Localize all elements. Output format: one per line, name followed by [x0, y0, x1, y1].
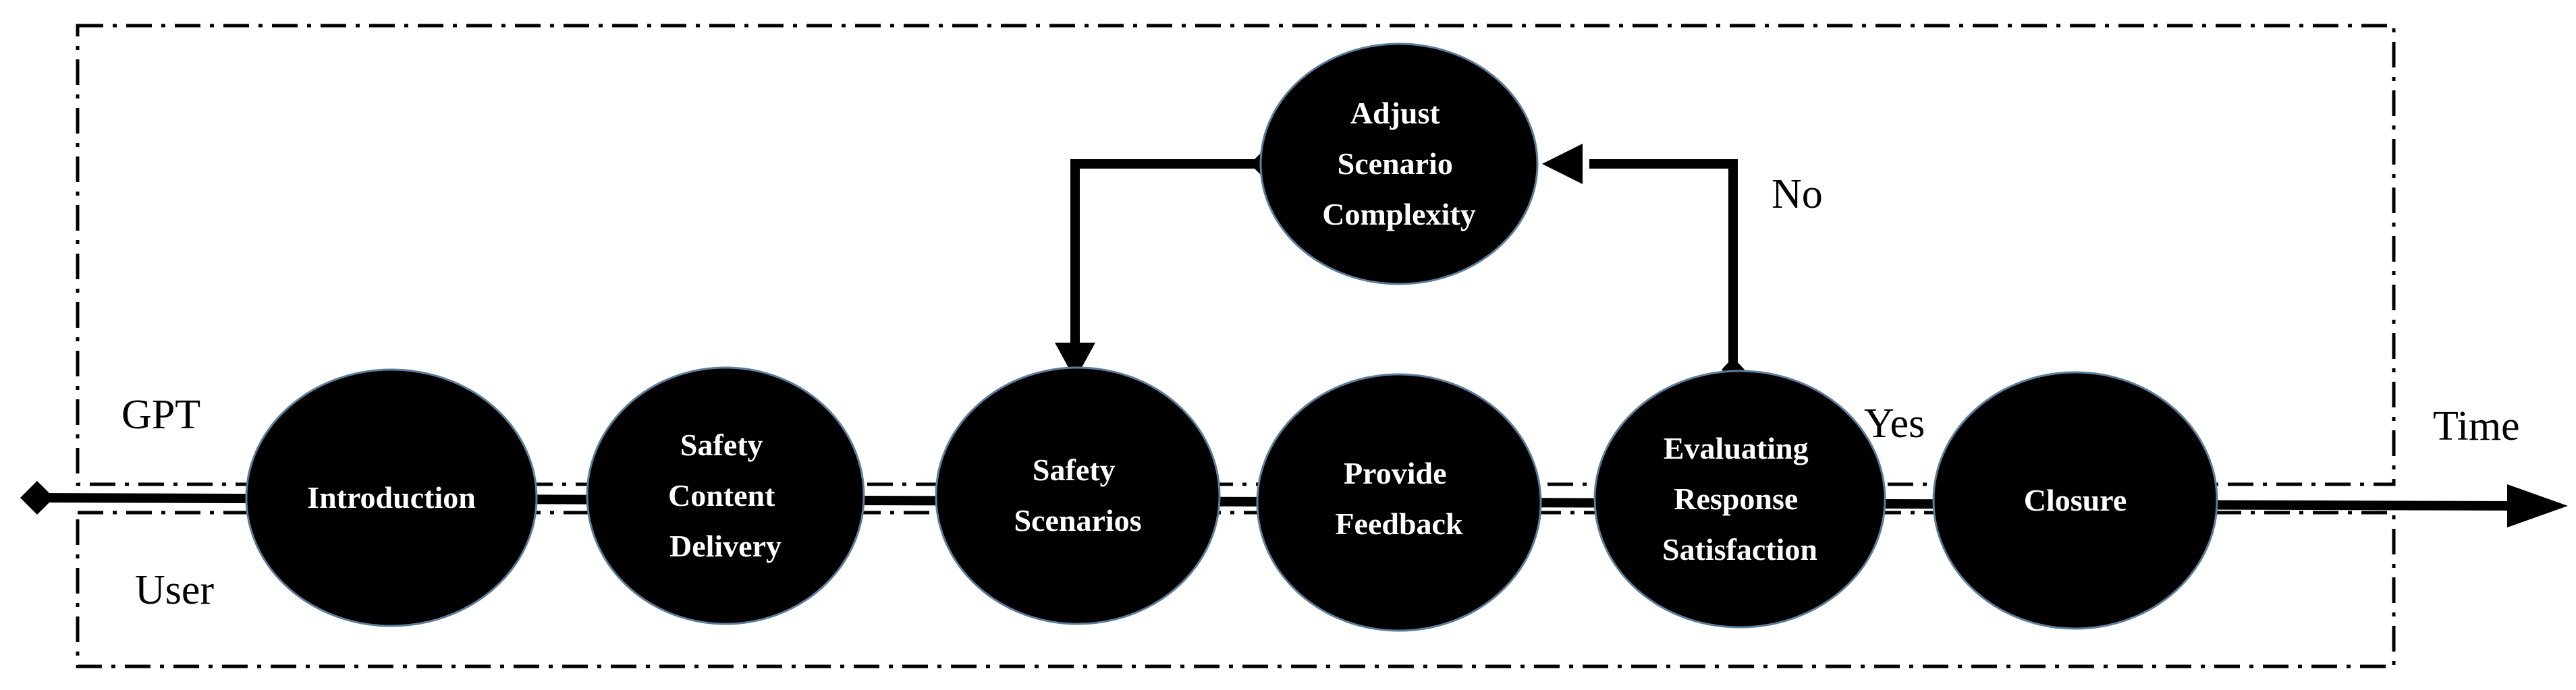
evaluation-to-adjust-connector [1589, 159, 1738, 370]
node-safety-content-delivery: Safety Content Delivery [586, 366, 865, 625]
node-introduction: Introduction [245, 368, 538, 627]
time-axis-start-diamond [20, 481, 54, 515]
node-provide-feedback-label: Provide Feedback [1335, 456, 1463, 541]
user-lane-box [76, 511, 2396, 668]
node-adjust-scenario-complexity-label: Adjust Scenario Complexity [1322, 96, 1475, 231]
gpt-lane-label: GPT [121, 392, 200, 438]
yes-branch-label: Yes [1864, 401, 1925, 447]
node-safety-content-delivery-label: Safety Content Delivery [668, 428, 783, 563]
node-closure: Closure [1932, 371, 2218, 630]
time-axis-label: Time [2433, 403, 2520, 449]
node-adjust-scenario-complexity: Adjust Scenario Complexity [1259, 42, 1539, 285]
node-provide-feedback: Provide Feedback [1256, 373, 1542, 632]
node-safety-scenarios: Safety Scenarios [935, 366, 1221, 625]
time-axis-arrowhead [2507, 484, 2568, 527]
scenarios-input-arrowhead [1055, 343, 1095, 380]
user-lane-label: User [135, 567, 214, 613]
node-safety-scenarios-label: Safety Scenarios [1014, 453, 1141, 538]
node-closure-label: Closure [2024, 483, 2127, 517]
adjust-input-arrowhead [1542, 144, 1583, 184]
node-introduction-label: Introduction [307, 480, 476, 515]
adjust-to-scenarios-connector [1070, 159, 1262, 344]
no-branch-label: No [1772, 171, 1823, 217]
node-evaluating-response-satisfaction: Evaluating Response Satisfaction [1593, 370, 1886, 629]
gpt-lane-box [76, 24, 2396, 486]
node-evaluating-response-satisfaction-label: Evaluating Response Satisfaction [1662, 431, 1817, 567]
